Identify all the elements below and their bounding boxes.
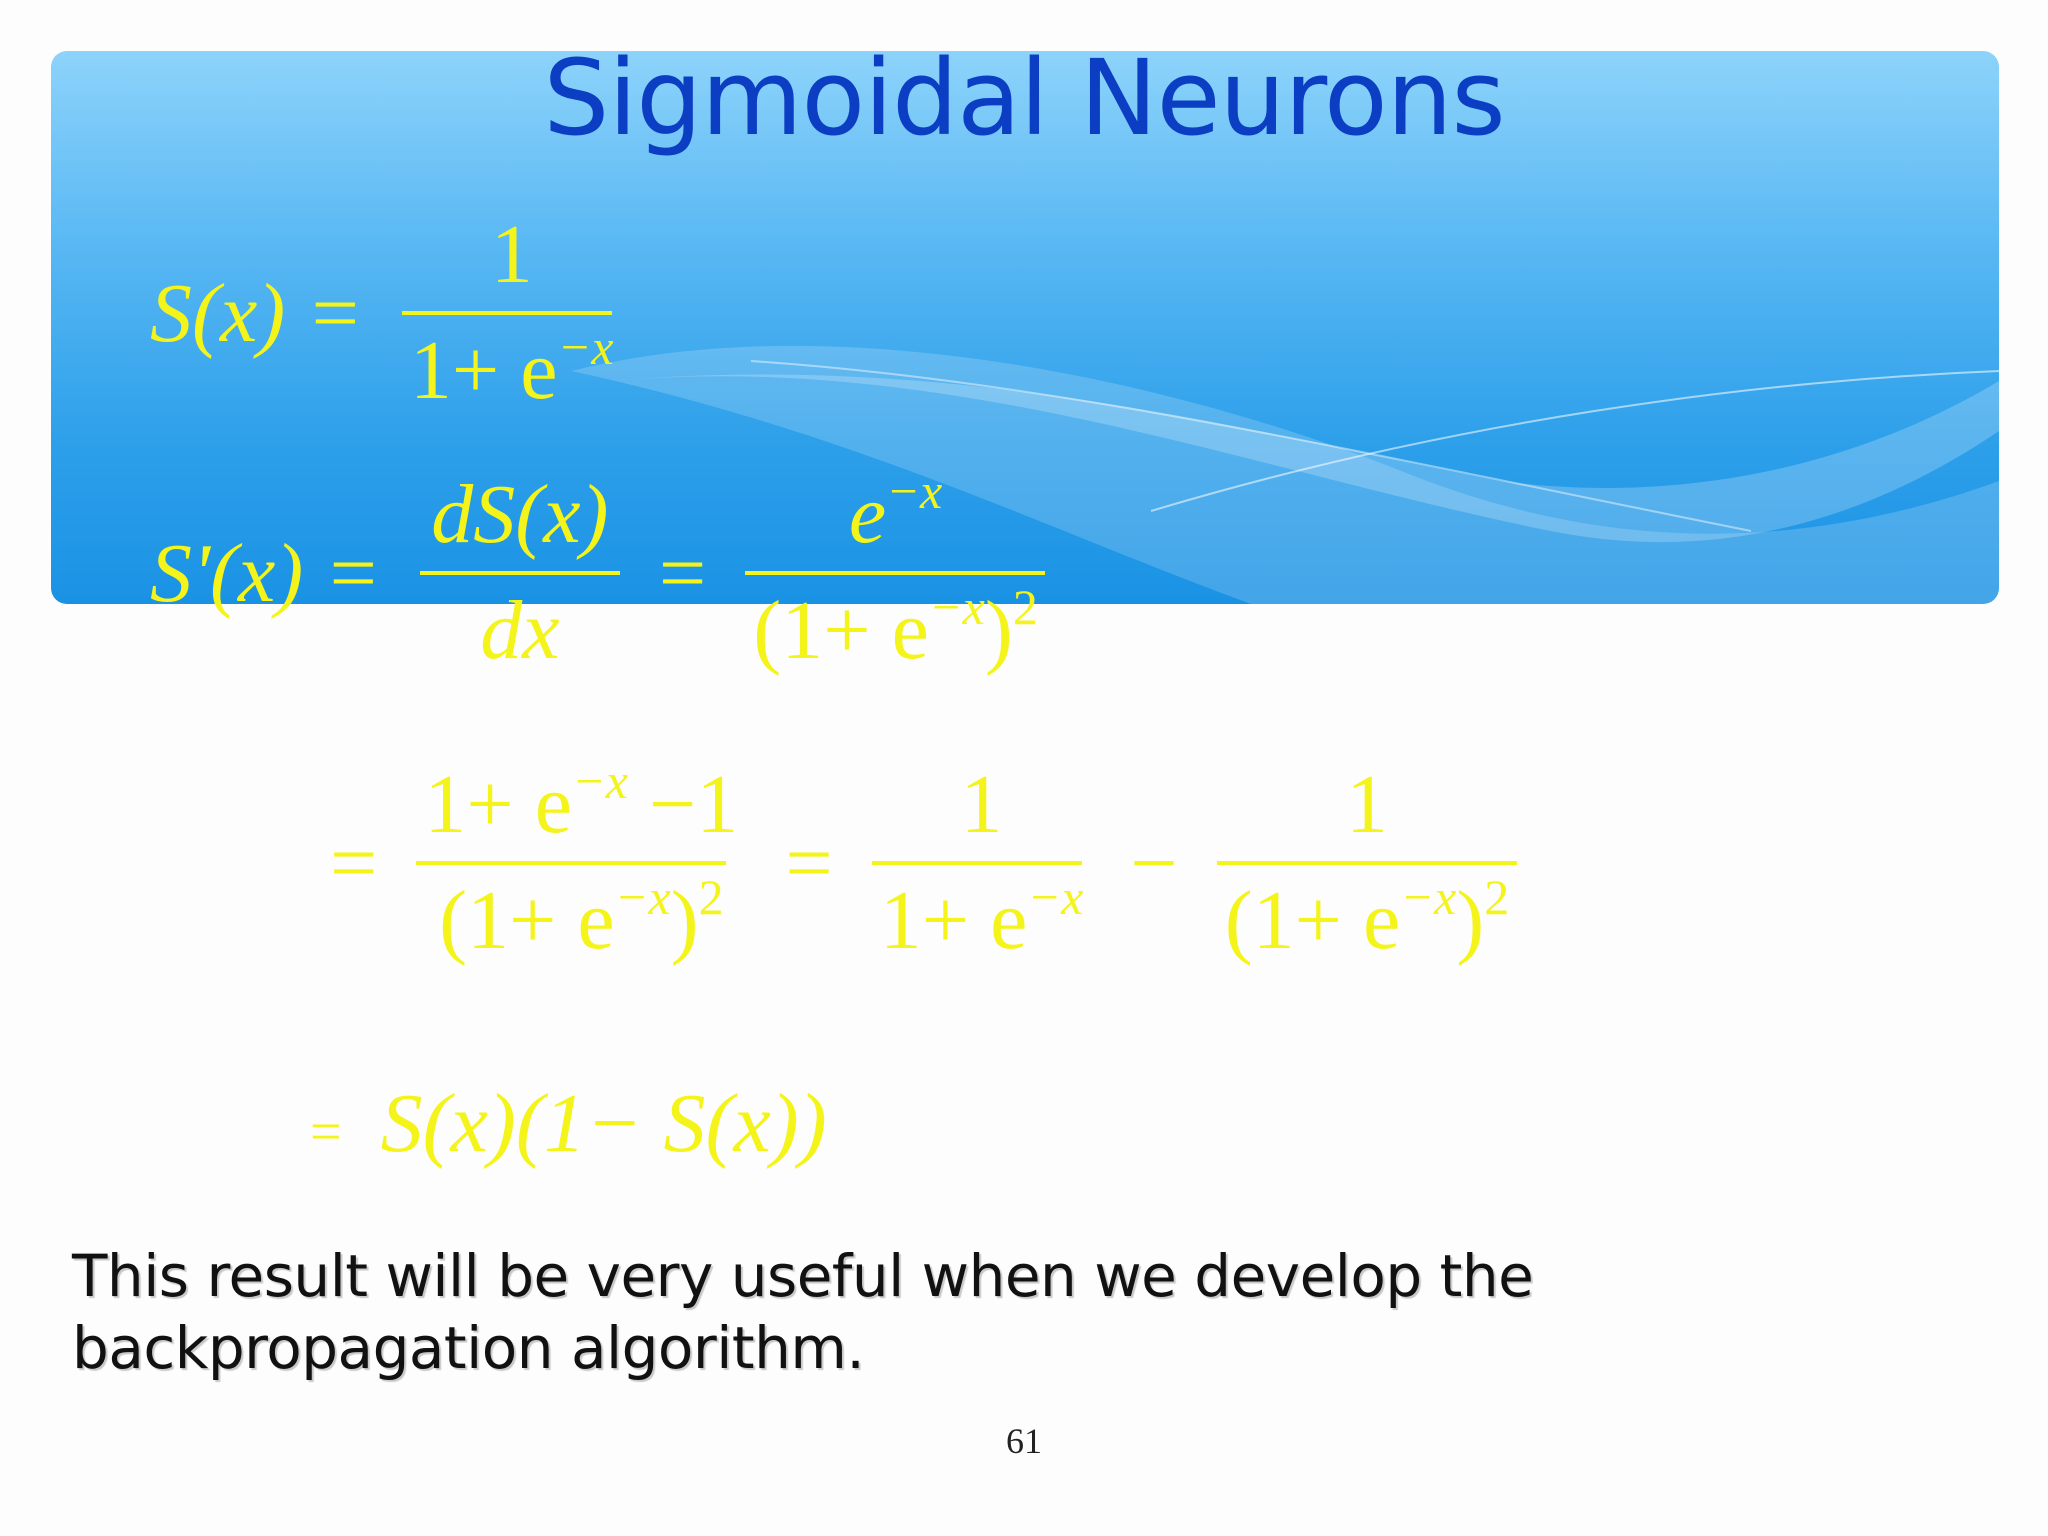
eq3-fraction-1: 1+ e−x −1 (1+ e−x)2: [416, 755, 746, 971]
eq2-fraction-1: dS(x) dx: [419, 465, 620, 681]
eq3-f2-denominator: 1+ e−x: [879, 869, 1084, 967]
eq3-equals: =: [785, 816, 833, 910]
page-title: Sigmoidal Neurons: [543, 37, 1505, 159]
eq3-f1-numerator: 1+ e−x −1: [424, 753, 739, 851]
eq2-fraction-2: e−x (1+ e−x)2: [745, 465, 1046, 681]
eq3-f2-numerator: 1: [960, 758, 1003, 851]
eq3-lead-equals: =: [330, 816, 378, 910]
eq3-f3-denominator: (1+ e−x)2: [1224, 869, 1510, 967]
eq1-numerator: 1: [490, 208, 533, 301]
eq2-f2-numerator: e−x: [848, 463, 943, 561]
eq2-f1-numerator: dS(x): [431, 468, 609, 561]
eq1-lhs: S(x) =: [150, 266, 363, 360]
eq3-fraction-3: 1 (1+ e−x)2: [1216, 755, 1518, 971]
eq4-lead-equals: =: [310, 1100, 342, 1163]
eq2-lhs: S'(x) =: [150, 526, 381, 620]
header-banner: [51, 51, 1999, 604]
eq3-minus: −: [1130, 816, 1178, 910]
equation-sigmoid: S(x) = 1 1+ e−x: [150, 205, 622, 421]
eq2-f2-denominator: (1+ e−x)2: [753, 579, 1038, 677]
eq2-equals: =: [658, 526, 707, 620]
page-number: 61: [1006, 1421, 1042, 1461]
equation-expansion: = 1+ e−x −1 (1+ e−x)2 = 1 1+ e−x − 1 (1+…: [330, 755, 1517, 971]
equation-result: = S(x)(1− S(x)): [310, 1075, 827, 1172]
eq3-f3-numerator: 1: [1345, 758, 1388, 851]
eq1-fraction: 1 1+ e−x: [401, 205, 622, 421]
eq3-f1-denominator: (1+ e−x)2: [439, 869, 724, 967]
eq1-denominator: 1+ e−x: [409, 319, 614, 417]
wave-decoration: [571, 345, 1999, 604]
eq3-fraction-2: 1 1+ e−x: [871, 755, 1092, 971]
explanation-text: This result will be very useful when we …: [72, 1242, 1534, 1382]
eq4-rhs: S(x)(1− S(x)): [380, 1077, 827, 1170]
equation-derivative: S'(x) = dS(x) dx = e−x (1+ e−x)2: [150, 465, 1046, 681]
eq2-f1-denominator: dx: [480, 584, 560, 677]
